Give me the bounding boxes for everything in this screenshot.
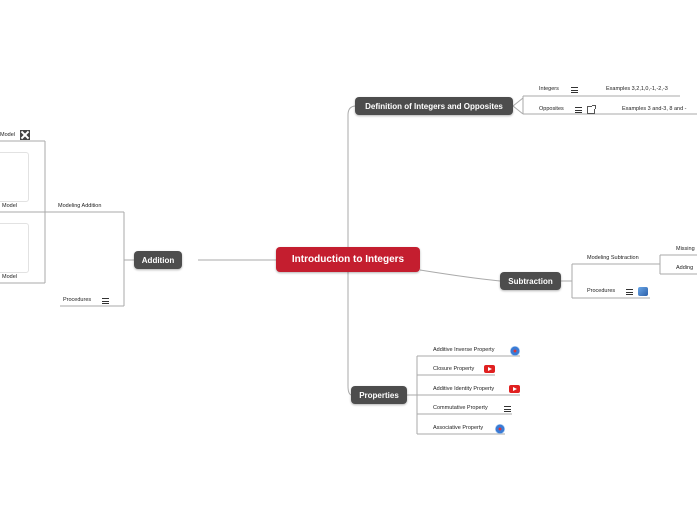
subtopic-subtraction-procedures[interactable]: Procedures — [587, 288, 615, 294]
subtopic-model-3[interactable]: Model — [2, 274, 17, 280]
subtopic-missing[interactable]: Missing — [676, 246, 695, 252]
root-topic-label: Introduction to Integers — [291, 254, 405, 265]
note-icon[interactable] — [626, 289, 633, 295]
model-image-1 — [0, 152, 29, 202]
root-topic[interactable]: Introduction to Integers — [276, 247, 420, 272]
subtopic-adding[interactable]: Adding — [676, 265, 693, 271]
subtopic-modeling-addition-label: Modeling Addition — [58, 203, 102, 209]
property-additive-inverse[interactable]: Additive Inverse Property — [433, 347, 494, 353]
subtopic-modeling-addition[interactable]: Modeling Addition — [58, 203, 101, 209]
topic-definition-label: Definition of Integers and Opposites — [365, 101, 503, 111]
topic-addition[interactable]: Addition — [134, 251, 182, 269]
note-icon[interactable] — [504, 406, 511, 412]
subtopic-integers-label: Integers — [539, 86, 559, 92]
note-integers-examples[interactable]: Examples 3,2,1,0,-1,-2,-3 — [606, 86, 668, 92]
subtopic-adding-label: Adding — [676, 265, 694, 271]
model-image-2 — [0, 223, 29, 273]
property-additive-inverse-label: Additive Inverse Property — [433, 347, 495, 353]
subtopic-subtraction-procedures-label: Procedures — [587, 288, 616, 294]
topic-properties-label: Properties — [359, 390, 399, 400]
property-commutative-label: Commutative Property — [433, 405, 488, 411]
topic-subtraction[interactable]: Subtraction — [500, 272, 561, 290]
image-attachment-icon[interactable] — [638, 287, 648, 296]
subtopic-opposites-label: Opposites — [539, 106, 564, 112]
note-integers-examples-text: Examples 3,2,1,0,-1,-2,-3 — [606, 86, 668, 92]
subtopic-model-1[interactable]: Model — [0, 132, 15, 138]
note-icon[interactable] — [571, 87, 578, 93]
subtopic-model-3-label: Model — [2, 274, 17, 280]
subtopic-missing-label: Missing — [676, 246, 695, 252]
close-icon[interactable] — [20, 130, 30, 140]
subtopic-integers[interactable]: Integers — [539, 86, 559, 92]
topic-definition[interactable]: Definition of Integers and Opposites — [355, 97, 513, 115]
property-additive-identity-label: Additive Identity Property — [433, 386, 495, 392]
subtopic-model-2[interactable]: Model — [2, 203, 17, 209]
subtopic-addition-procedures[interactable]: Procedures — [63, 297, 91, 303]
subtopic-model-1-label: Model — [0, 132, 15, 138]
property-commutative[interactable]: Commutative Property — [433, 405, 488, 411]
topic-addition-label: Addition — [141, 255, 175, 265]
property-closure[interactable]: Closure Property — [433, 366, 474, 372]
note-icon[interactable] — [575, 107, 582, 113]
topic-subtraction-label: Subtraction — [508, 276, 553, 286]
property-associative[interactable]: Associative Property — [433, 425, 483, 431]
external-link-icon[interactable] — [587, 105, 596, 114]
youtube-icon[interactable] — [484, 365, 495, 373]
note-icon[interactable] — [102, 298, 109, 304]
subtopic-model-2-label: Model — [2, 203, 17, 209]
subtopic-opposites[interactable]: Opposites — [539, 106, 564, 112]
safari-link-icon[interactable] — [495, 424, 505, 434]
youtube-icon[interactable] — [509, 385, 520, 393]
topic-properties[interactable]: Properties — [351, 386, 407, 404]
subtopic-modeling-subtraction-label: Modeling Subtraction — [587, 255, 639, 261]
property-associative-label: Associative Property — [433, 425, 484, 431]
note-opposites-examples-text: Examples 3 and-3, 8 and - — [622, 106, 687, 112]
property-closure-label: Closure Property — [433, 366, 475, 372]
note-opposites-examples[interactable]: Examples 3 and-3, 8 and - — [622, 106, 687, 112]
subtopic-addition-procedures-label: Procedures — [63, 297, 92, 303]
subtopic-modeling-subtraction[interactable]: Modeling Subtraction — [587, 255, 639, 261]
safari-link-icon[interactable] — [510, 346, 520, 356]
property-additive-identity[interactable]: Additive Identity Property — [433, 386, 494, 392]
